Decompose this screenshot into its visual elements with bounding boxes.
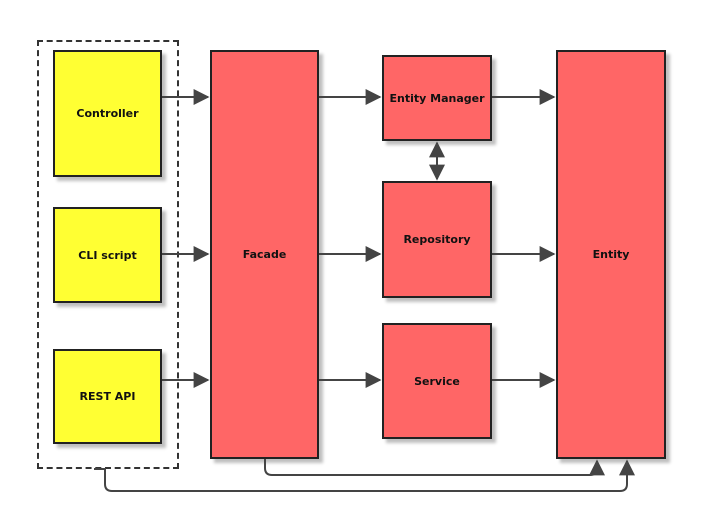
node-label: Entity xyxy=(592,248,630,261)
node-label: Entity Manager xyxy=(389,91,485,105)
node-label: Repository xyxy=(403,233,471,246)
node-rest-api[interactable]: REST API xyxy=(53,349,162,444)
node-facade[interactable]: Facade xyxy=(210,50,319,459)
node-controller[interactable]: Controller xyxy=(53,50,162,177)
node-entity[interactable]: Entity xyxy=(556,50,666,459)
node-repository[interactable]: Repository xyxy=(382,181,492,298)
node-label: Controller xyxy=(76,107,139,120)
edge-facade-entity xyxy=(264,459,605,476)
node-entity-manager[interactable]: Entity Manager xyxy=(382,55,492,141)
node-cli-script[interactable]: CLI script xyxy=(53,207,162,303)
node-label: REST API xyxy=(79,390,136,403)
edge-clients-entity xyxy=(94,459,635,492)
node-label: Facade xyxy=(242,248,287,261)
node-service[interactable]: Service xyxy=(382,323,492,439)
node-label: Service xyxy=(414,374,460,388)
node-label: CLI script xyxy=(78,248,137,262)
